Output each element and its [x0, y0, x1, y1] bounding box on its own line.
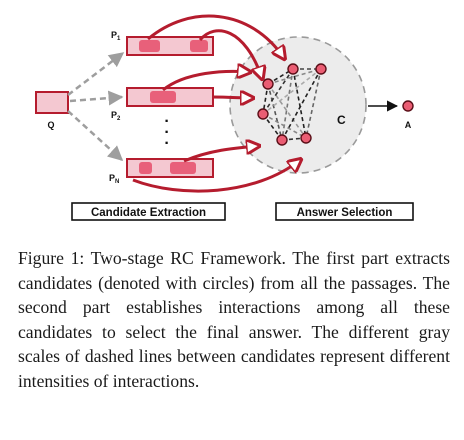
interaction-edge — [262, 68, 294, 115]
interaction-edge — [281, 68, 294, 141]
interaction-edge — [267, 68, 322, 85]
interaction-edge — [262, 68, 322, 115]
interaction-edge — [292, 68, 307, 139]
query-box — [35, 91, 69, 114]
extraction-arrow — [183, 146, 258, 163]
answer-label: A — [405, 120, 412, 130]
ellipsis-dot: · — [164, 124, 169, 141]
candidate-span — [139, 40, 160, 52]
framework-diagram: Q P1 P2 · · · PN — [35, 14, 414, 221]
passage-label-pn: PN — [109, 173, 119, 185]
stage-box-answer-selection — [275, 202, 414, 221]
extraction-arrow — [198, 29, 262, 78]
passage-label-p2: P2 — [111, 110, 121, 122]
query-arrow-pn — [67, 110, 124, 162]
query-label: Q — [47, 120, 54, 130]
stage-label-candidate-extraction: Candidate Extraction — [91, 207, 206, 219]
passage-label-p1: P1 — [111, 30, 121, 42]
interaction-edge — [262, 113, 307, 139]
candidate-span — [150, 91, 176, 103]
interaction-edge — [262, 113, 283, 141]
extraction-arrow — [162, 71, 249, 92]
candidate-span — [139, 162, 152, 174]
stage-box-candidate-extraction — [71, 202, 226, 221]
ellipsis-dot: · — [164, 135, 169, 152]
candidate-set-label: C — [337, 113, 346, 127]
stage-label-answer-selection: Answer Selection — [297, 207, 393, 219]
query-arrow-p2 — [69, 90, 124, 106]
query-arrow-p1 — [67, 52, 125, 96]
candidate-span — [190, 40, 208, 52]
candidate-node — [300, 132, 312, 144]
extraction-arrow — [211, 97, 252, 98]
candidate-node — [262, 78, 274, 90]
extraction-arrow — [132, 160, 300, 193]
interaction-edge — [267, 83, 283, 141]
candidate-node — [287, 63, 299, 75]
interaction-edge — [262, 83, 269, 115]
ellipsis-dot: · — [164, 113, 169, 130]
extraction-arrow — [147, 14, 284, 58]
figure-caption: Figure 1: Two-stage RC Framework. The fi… — [18, 248, 450, 391]
answer-node — [402, 100, 414, 112]
candidate-node — [276, 134, 288, 146]
candidate-set-circle — [229, 36, 367, 174]
candidate-span — [170, 162, 196, 174]
candidate-node — [315, 63, 327, 75]
candidate-node — [257, 108, 269, 120]
interaction-edge — [305, 68, 322, 139]
